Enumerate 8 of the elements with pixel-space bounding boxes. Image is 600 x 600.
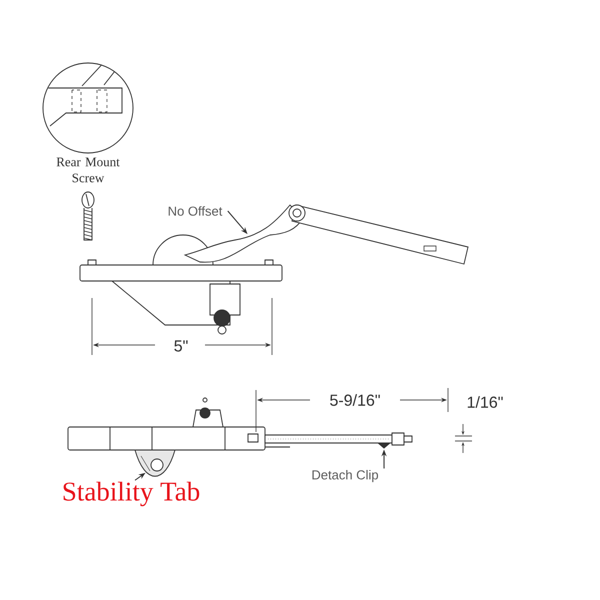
callout-text: Stability Tab <box>64 482 200 506</box>
dimension-label: 5-9/16" <box>330 394 380 406</box>
dimension-label: 5" <box>174 340 188 352</box>
stability-tab <box>134 450 176 477</box>
callout-text: No Offset <box>168 206 222 216</box>
dimension-label: 1/16" <box>468 396 503 408</box>
part-label: Rear Mount Screw <box>56 158 120 182</box>
callout-text: Detach Clip <box>312 470 378 482</box>
